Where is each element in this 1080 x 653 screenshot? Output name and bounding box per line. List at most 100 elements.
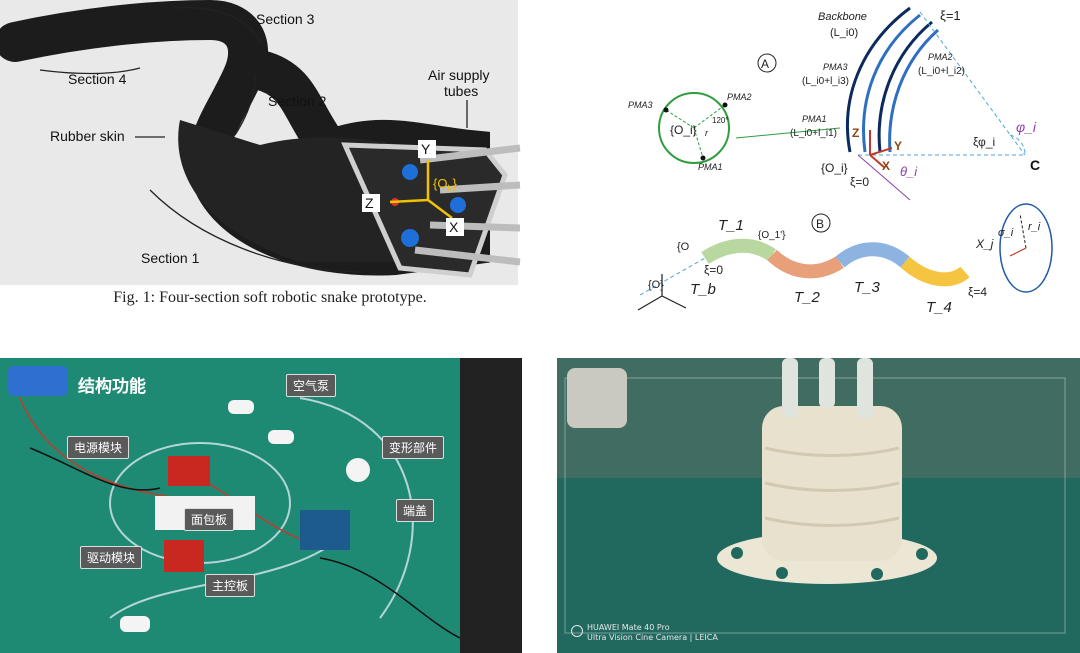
wires-black <box>29 447 461 639</box>
angle-label: 120° <box>712 116 729 125</box>
kinematic-diagram: A PMA3 PMA2 PMA1 {O_i} 120° r C <box>628 6 1053 316</box>
blue-connector <box>401 229 419 247</box>
section1-label: Section 1 <box>141 250 200 266</box>
label-b-circle <box>811 213 831 233</box>
blue-connector <box>450 197 466 213</box>
laptop-edge <box>460 358 522 653</box>
pma2-dot <box>722 102 728 108</box>
bending-segment <box>846 6 939 153</box>
camera-ring-icon <box>571 625 583 637</box>
section-pointer <box>735 127 841 139</box>
backbone-length: (L_i0) <box>830 27 858 39</box>
pma3-length: (L_i0+l_i3) <box>802 76 849 87</box>
label-a: A <box>761 57 769 71</box>
camera-lens: Ultra Vision Cine Camera | LEICA <box>587 633 718 642</box>
tag-main-board: 主控板 <box>205 574 256 597</box>
tb-label: T_b <box>690 281 716 298</box>
y-local-label: Y <box>894 139 902 153</box>
actuator-tubes <box>782 358 873 418</box>
cross-section-spokes <box>665 104 726 159</box>
tag-breadboard: 面包板 <box>184 508 235 531</box>
actuator-ridges <box>764 446 900 527</box>
x-local-label: X <box>882 159 890 173</box>
sigma-label: σ_i <box>998 227 1014 239</box>
body-frame-label: {Ob} <box>433 176 457 193</box>
xj-vector <box>1009 247 1027 257</box>
flange-holes <box>731 547 928 580</box>
main-control-board <box>300 510 350 550</box>
actuator-photo-panel: HUAWEI Mate 40 Pro Ultra Vision Cine Cam… <box>557 358 1080 653</box>
theta-label: θ_i <box>900 164 918 179</box>
pma3-label: PMA3 <box>823 62 848 72</box>
tag-power-module: 电源模块 <box>67 436 130 459</box>
actuator-scene <box>557 358 1080 653</box>
air-pump-2 <box>268 430 294 444</box>
pma2-label: PMA2 <box>928 52 953 62</box>
y-axis-box <box>418 140 436 158</box>
driver-board-upper <box>168 456 210 486</box>
tag-deform-part: 变形部件 <box>382 436 445 459</box>
snake-robot-photo-panel: Section 3 Section 4 Section 2 Section 1 … <box>0 0 540 320</box>
pma3-dot <box>663 107 669 113</box>
backbone-label: Backbone <box>818 11 867 23</box>
xiphi-label: ξφ_i <box>973 135 995 149</box>
base-link-line <box>639 257 706 296</box>
pma1-label: PMA1 <box>802 114 827 124</box>
structure-function-title: 结构功能 <box>78 377 146 397</box>
z-axis-box <box>362 194 380 212</box>
local-frame-axes <box>869 130 893 169</box>
rubber-skin-label: Rubber skin <box>50 128 125 144</box>
camera-model: HUAWEI Mate 40 Pro <box>587 623 670 632</box>
y-axis-label: Y <box>421 141 431 157</box>
body-frame-axes <box>389 160 453 219</box>
snake-robot-illustration: Section 3 Section 4 Section 2 Section 1 … <box>0 0 521 285</box>
snake-segments <box>701 238 970 287</box>
camera-frame <box>564 377 1066 634</box>
oi-label: {O_i} <box>821 161 848 175</box>
pma1-section-label: PMA1 <box>698 162 723 172</box>
air-pump-3 <box>120 616 150 632</box>
air-supply-tubes <box>414 144 521 266</box>
tubes-label: tubes <box>444 83 478 99</box>
radius-vector <box>1019 213 1027 249</box>
z-axis-label: Z <box>365 195 374 211</box>
battery-pack <box>8 366 68 396</box>
pma-cross-section <box>658 92 730 164</box>
x-axis-label: X <box>449 219 459 235</box>
electronics-scene <box>0 358 522 653</box>
t2-label: T_2 <box>794 289 821 306</box>
air-pump-1 <box>228 400 254 414</box>
xi0-b-label: ξ=0 <box>704 263 723 277</box>
kinematic-diagram-panel: A PMA3 PMA2 PMA1 {O_i} 120° r C <box>540 0 1080 320</box>
driver-board-lower <box>164 540 204 572</box>
ob-frame-label: {O <box>677 241 690 253</box>
section3-label: Section 3 <box>256 11 315 27</box>
o1-label: {O_1'} <box>758 230 786 241</box>
xi1-label: ξ=1 <box>940 8 961 23</box>
t3-label: T_3 <box>854 279 881 296</box>
pma2-length: (L_i0+l_i2) <box>918 66 965 77</box>
actuator-body <box>762 406 902 561</box>
x-axis-box <box>446 218 464 236</box>
section-arrows <box>39 6 468 273</box>
z-local-label: Z <box>852 126 859 140</box>
xj-label: X_j <box>975 237 994 251</box>
theta-line <box>857 154 911 201</box>
t4-label: T_4 <box>926 299 952 316</box>
section4-label: Section 4 <box>68 71 127 87</box>
t1-label: T_1 <box>718 217 744 234</box>
blue-connector <box>402 164 418 180</box>
tag-end-cap: 端盖 <box>396 499 435 522</box>
world-frame-label: {O} <box>648 279 664 291</box>
electronics-layout-photo-panel: 结构功能 电源模块 空气泵 变形部件 面包板 端盖 驱动模块 主控板 <box>0 358 522 653</box>
air-supply-label: Air supply <box>428 67 489 83</box>
deform-part <box>346 458 370 482</box>
segment-cross-section <box>999 203 1053 293</box>
xi0-label: ξ=0 <box>850 175 869 189</box>
pma1-dot <box>700 155 706 161</box>
pma1-length: (L_i0+l_i1) <box>790 128 837 139</box>
bending-construction-lines <box>858 11 1026 156</box>
radius-label: r <box>705 128 709 138</box>
tag-driver-module: 驱动模块 <box>80 546 143 569</box>
oi-section-label: {O_i} <box>670 123 697 137</box>
